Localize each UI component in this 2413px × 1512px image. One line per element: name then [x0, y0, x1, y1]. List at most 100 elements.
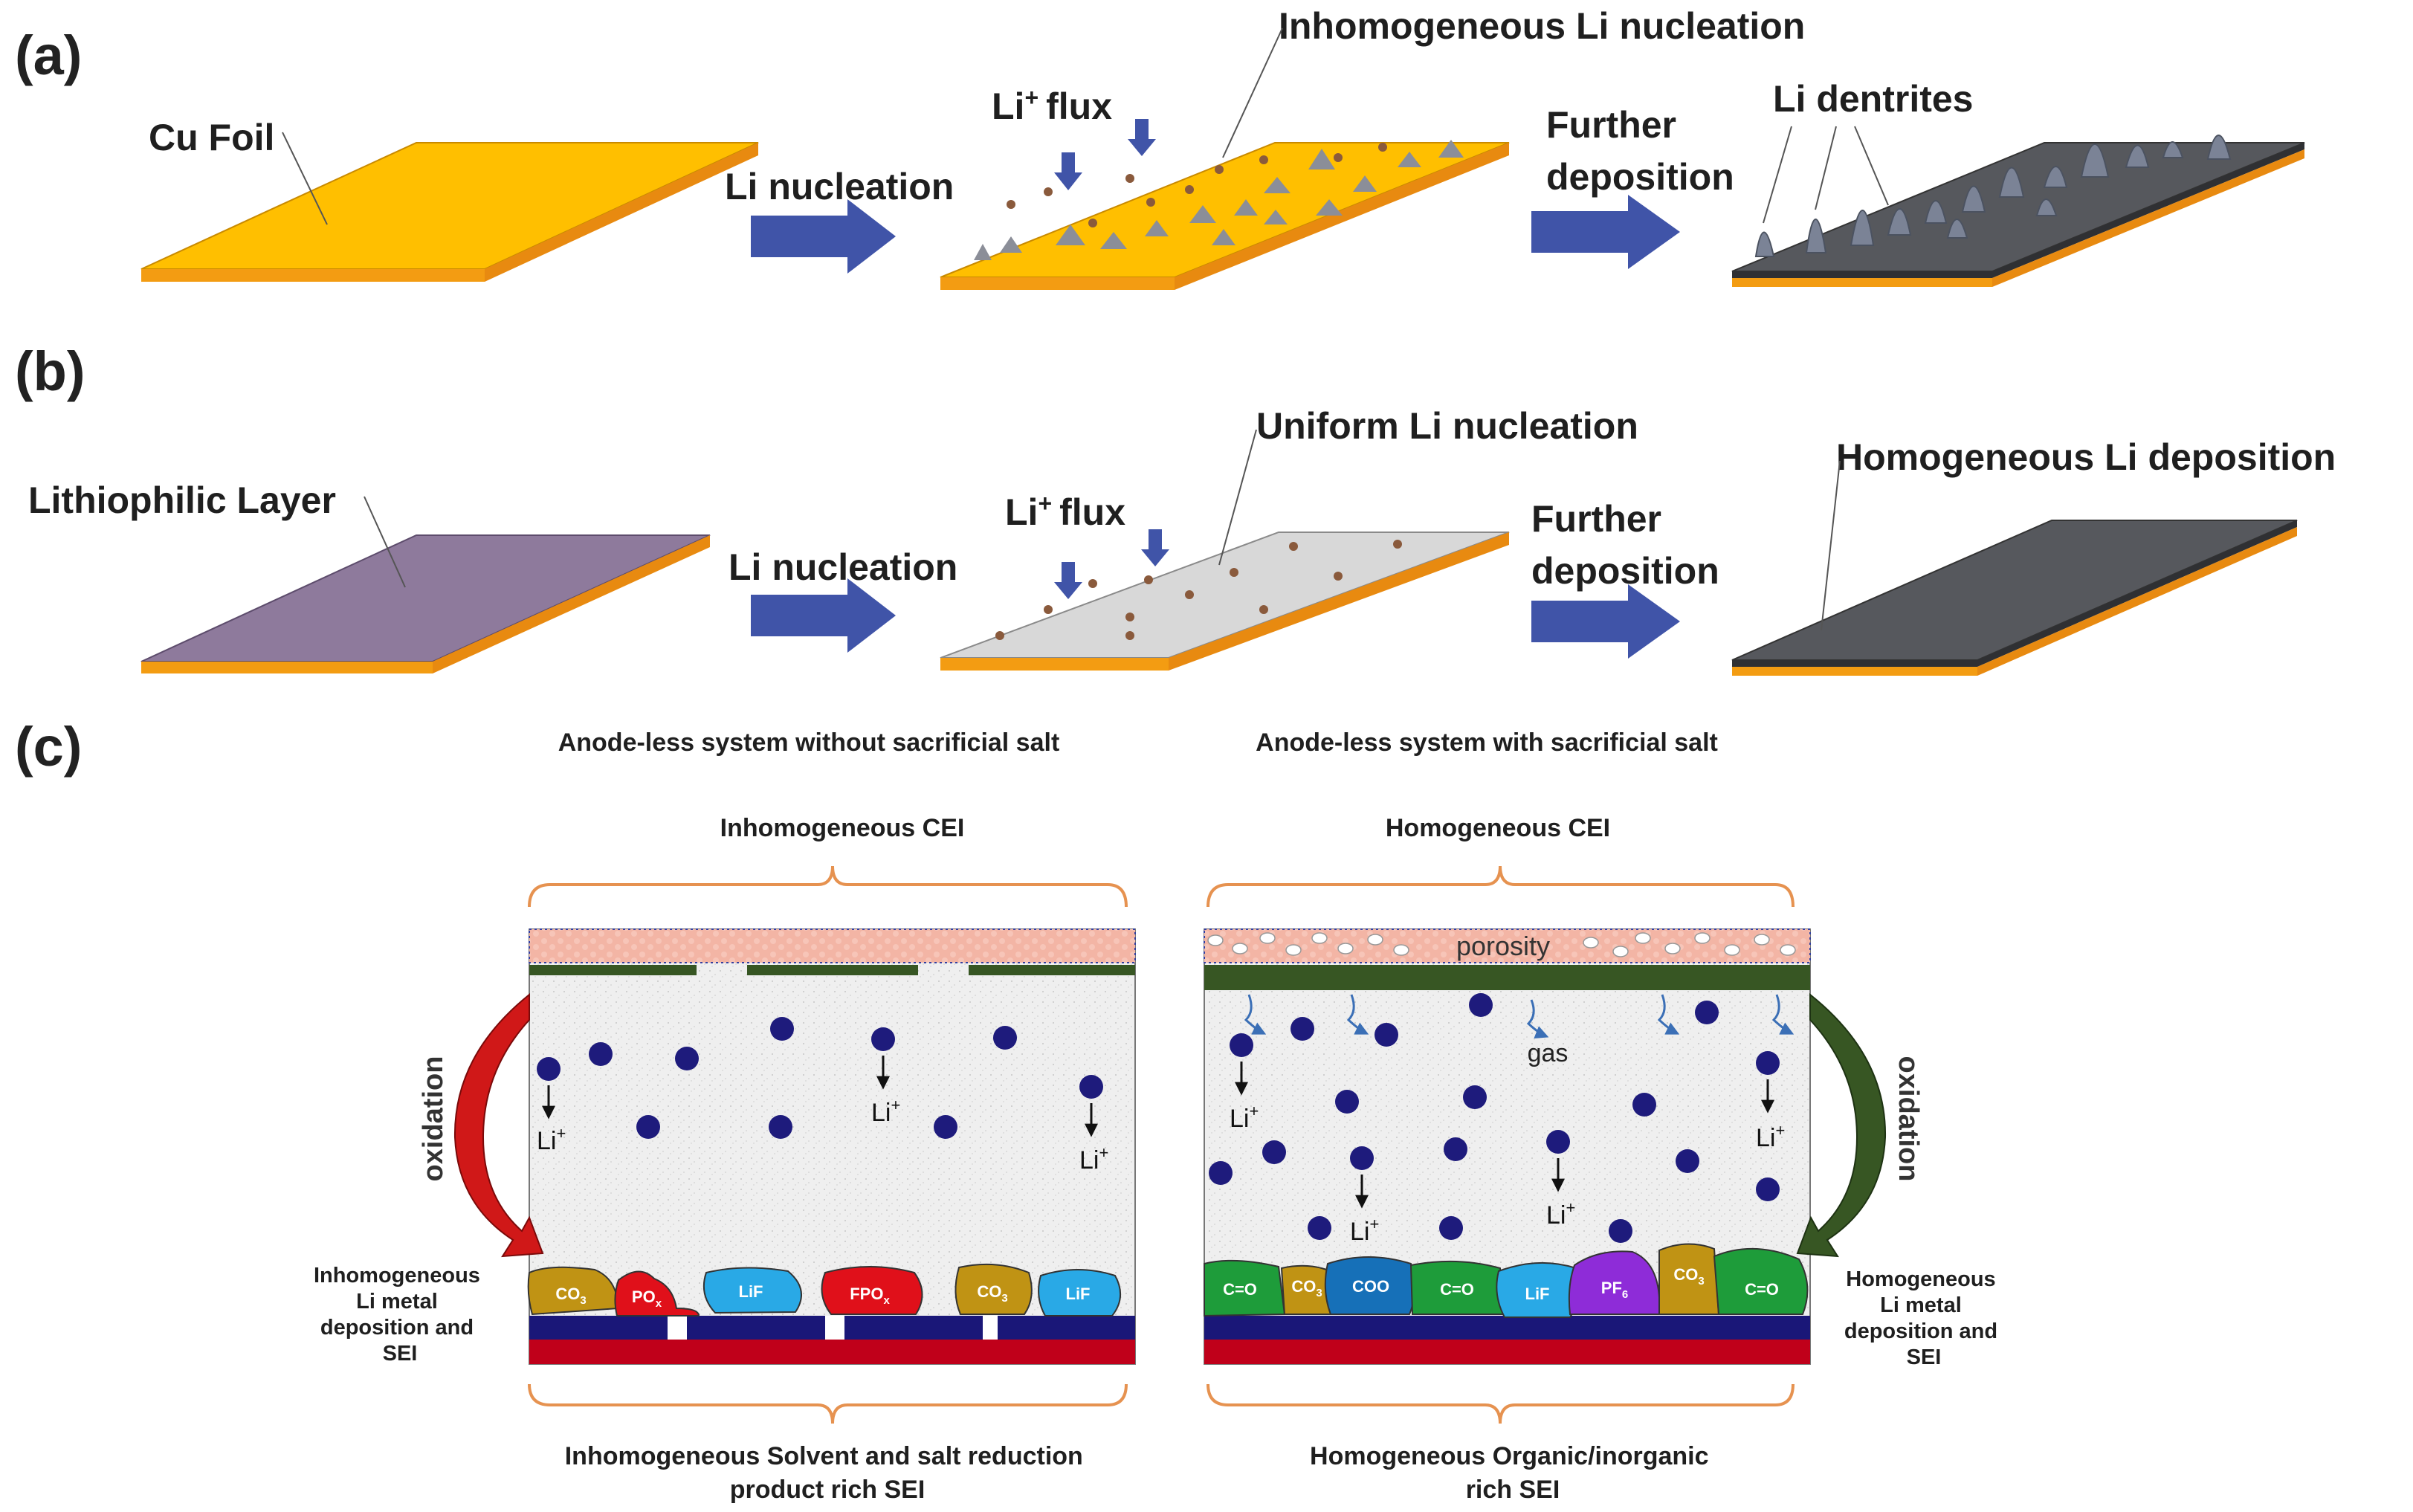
c-left-li-ions	[537, 1017, 1103, 1139]
left-pox	[614, 1270, 700, 1316]
left-pox-label: POx	[632, 1288, 662, 1310]
right-co-a	[1204, 1259, 1286, 1317]
c-left-sei	[527, 1263, 1121, 1316]
a-process-arrow-1	[751, 199, 896, 274]
a-further-label: Further	[1546, 104, 1676, 146]
cu-foil-slab	[140, 142, 759, 282]
right-coo-label: COO	[1352, 1277, 1389, 1296]
a-li-ion-particles	[1007, 143, 1387, 227]
c-gas-label: gas	[1528, 1039, 1569, 1067]
b-deposition-label: deposition	[1531, 550, 1719, 592]
c-right-top-brace	[1206, 865, 1795, 908]
c-right-cei-layer	[1204, 965, 1810, 990]
a-process-arrow-2	[1531, 195, 1680, 269]
c-right-li-plus-4: Li+	[1756, 1121, 1785, 1152]
left-lif-a-label: LiF	[739, 1282, 763, 1301]
a-dentrite-leader-1	[1763, 126, 1792, 224]
right-co-c	[1713, 1247, 1809, 1315]
left-fpox	[821, 1266, 923, 1315]
right-co-a-label: C=O	[1223, 1280, 1257, 1299]
c-right-oxidation-arrow	[1796, 992, 1887, 1258]
left-co3-a-label: CO3	[555, 1285, 586, 1307]
right-lif-label: LiF	[1525, 1285, 1550, 1303]
c-right-sei	[1204, 1243, 1809, 1318]
c-left-oxidation-arrow	[453, 992, 544, 1258]
b-further-label: Further	[1531, 498, 1661, 540]
panel-a-label: (a)	[15, 25, 82, 86]
left-co3-b-label: CO3	[977, 1282, 1007, 1305]
a-flux-arrow-1	[1054, 152, 1082, 190]
a-deposition-label: deposition	[1546, 156, 1734, 198]
c-left-li-plus-1: Li+	[537, 1124, 566, 1155]
c-right-oxidation-label: oxidation	[1893, 1056, 1924, 1182]
left-lif-a	[703, 1267, 802, 1314]
c-right-cei-label: Homogeneous CEI	[1386, 814, 1610, 842]
b-process-arrow-2	[1531, 584, 1680, 659]
c-right-title: Anode-less system with sacrificial salt	[1256, 728, 1718, 757]
c-left-bottom-brace	[528, 1383, 1128, 1424]
a-nucleation-leader	[1222, 28, 1283, 158]
a-li-dentrites-label: Li dentrites	[1773, 78, 1973, 120]
c-right-bottom-label: Homogeneous Organic/inorganic rich SEI	[1310, 1442, 1716, 1504]
b-process-arrow-1	[751, 578, 896, 653]
b-li-nucleation-label: Li nucleation	[729, 546, 957, 588]
left-fpox-label: FPOx	[850, 1285, 890, 1307]
cu-foil-label: Cu Foil	[149, 117, 274, 158]
right-co3-a-label: CO3	[1291, 1277, 1322, 1299]
c-right-li-ions	[1209, 993, 1780, 1243]
li-dendrites	[1754, 135, 2232, 257]
right-co-c-label: C=O	[1745, 1280, 1779, 1299]
a-li-flux-label: Li+flux	[992, 84, 1112, 127]
right-co-b-label: C=O	[1440, 1280, 1474, 1299]
c-gas-arrows	[1244, 994, 1795, 1039]
uniform-slab	[940, 532, 1510, 671]
panel-b-label: (b)	[15, 340, 85, 402]
inhomogeneous-nuclei	[974, 140, 1464, 260]
c-right-bottom-brace	[1206, 1383, 1795, 1424]
left-lif-b-label: LiF	[1066, 1285, 1091, 1303]
c-left-oxidation-label: oxidation	[418, 1056, 449, 1182]
a-dentrite-leader-3	[1854, 126, 1889, 206]
c-left-li-plus-3: Li+	[1079, 1143, 1108, 1175]
b-nucleation-leader	[1218, 429, 1257, 566]
right-co3-b-label: CO3	[1673, 1265, 1704, 1288]
right-pf6	[1568, 1250, 1661, 1315]
c-right-pores	[1207, 932, 1796, 957]
b-homogeneous-deposition-label: Homogeneous Li deposition	[1836, 436, 2336, 478]
c-right-side-label: Homogeneous Li metal deposition and SEI	[1844, 1267, 2003, 1369]
b-flux-arrow-1	[1054, 562, 1082, 599]
homogeneous-slab	[1731, 520, 2298, 676]
a-li-nucleation-label: Li nucleation	[725, 166, 954, 207]
a-inhomogeneous-nucleation-label: Inhomogeneous Li nucleation	[1279, 5, 1805, 47]
left-co3-a	[527, 1266, 620, 1316]
c-left-cei-label: Inhomogeneous CEI	[720, 814, 965, 842]
c-left-li-plus-2: Li+	[871, 1096, 900, 1127]
b-li-flux-label: Li+flux	[1005, 490, 1125, 533]
c-left-top-brace	[528, 865, 1128, 908]
panel-c-label: (c)	[15, 716, 82, 778]
cu-foil-leader	[282, 132, 328, 225]
b-flux-arrow-2	[1141, 529, 1169, 566]
c-right-li-plus-3: Li+	[1546, 1198, 1575, 1230]
c-left-side-label: Inhomogeneous Li metal deposition and SE…	[314, 1264, 486, 1366]
c-porosity-label: porosity	[1456, 931, 1550, 961]
c-left-cei-segment-1	[529, 965, 697, 975]
lithiophilic-leader	[364, 496, 406, 588]
b-uniform-nucleation-label: Uniform Li nucleation	[1256, 405, 1638, 447]
lithiophilic-layer-label: Lithiophilic Layer	[28, 479, 336, 521]
c-left-bottom-label: Inhomogeneous Solvent and salt reduction…	[565, 1442, 1091, 1504]
c-left-cei-segment-2	[747, 965, 918, 975]
right-pf6-label: PF6	[1601, 1279, 1628, 1301]
dendrite-slab	[1731, 142, 2305, 287]
c-right-li-plus-2: Li+	[1350, 1215, 1379, 1246]
c-right-li-plus-1: Li+	[1230, 1102, 1259, 1133]
left-co3-b	[954, 1263, 1033, 1315]
lithiophilic-slab	[140, 534, 711, 673]
a-dentrite-leader-2	[1815, 126, 1837, 210]
c-left-cei-segment-3	[969, 965, 1135, 975]
left-lif-b	[1038, 1269, 1121, 1316]
c-left-title: Anode-less system without sacrificial sa…	[558, 728, 1060, 757]
b-li-ion-particles	[995, 540, 1402, 640]
a-flux-arrow-2	[1128, 119, 1156, 156]
